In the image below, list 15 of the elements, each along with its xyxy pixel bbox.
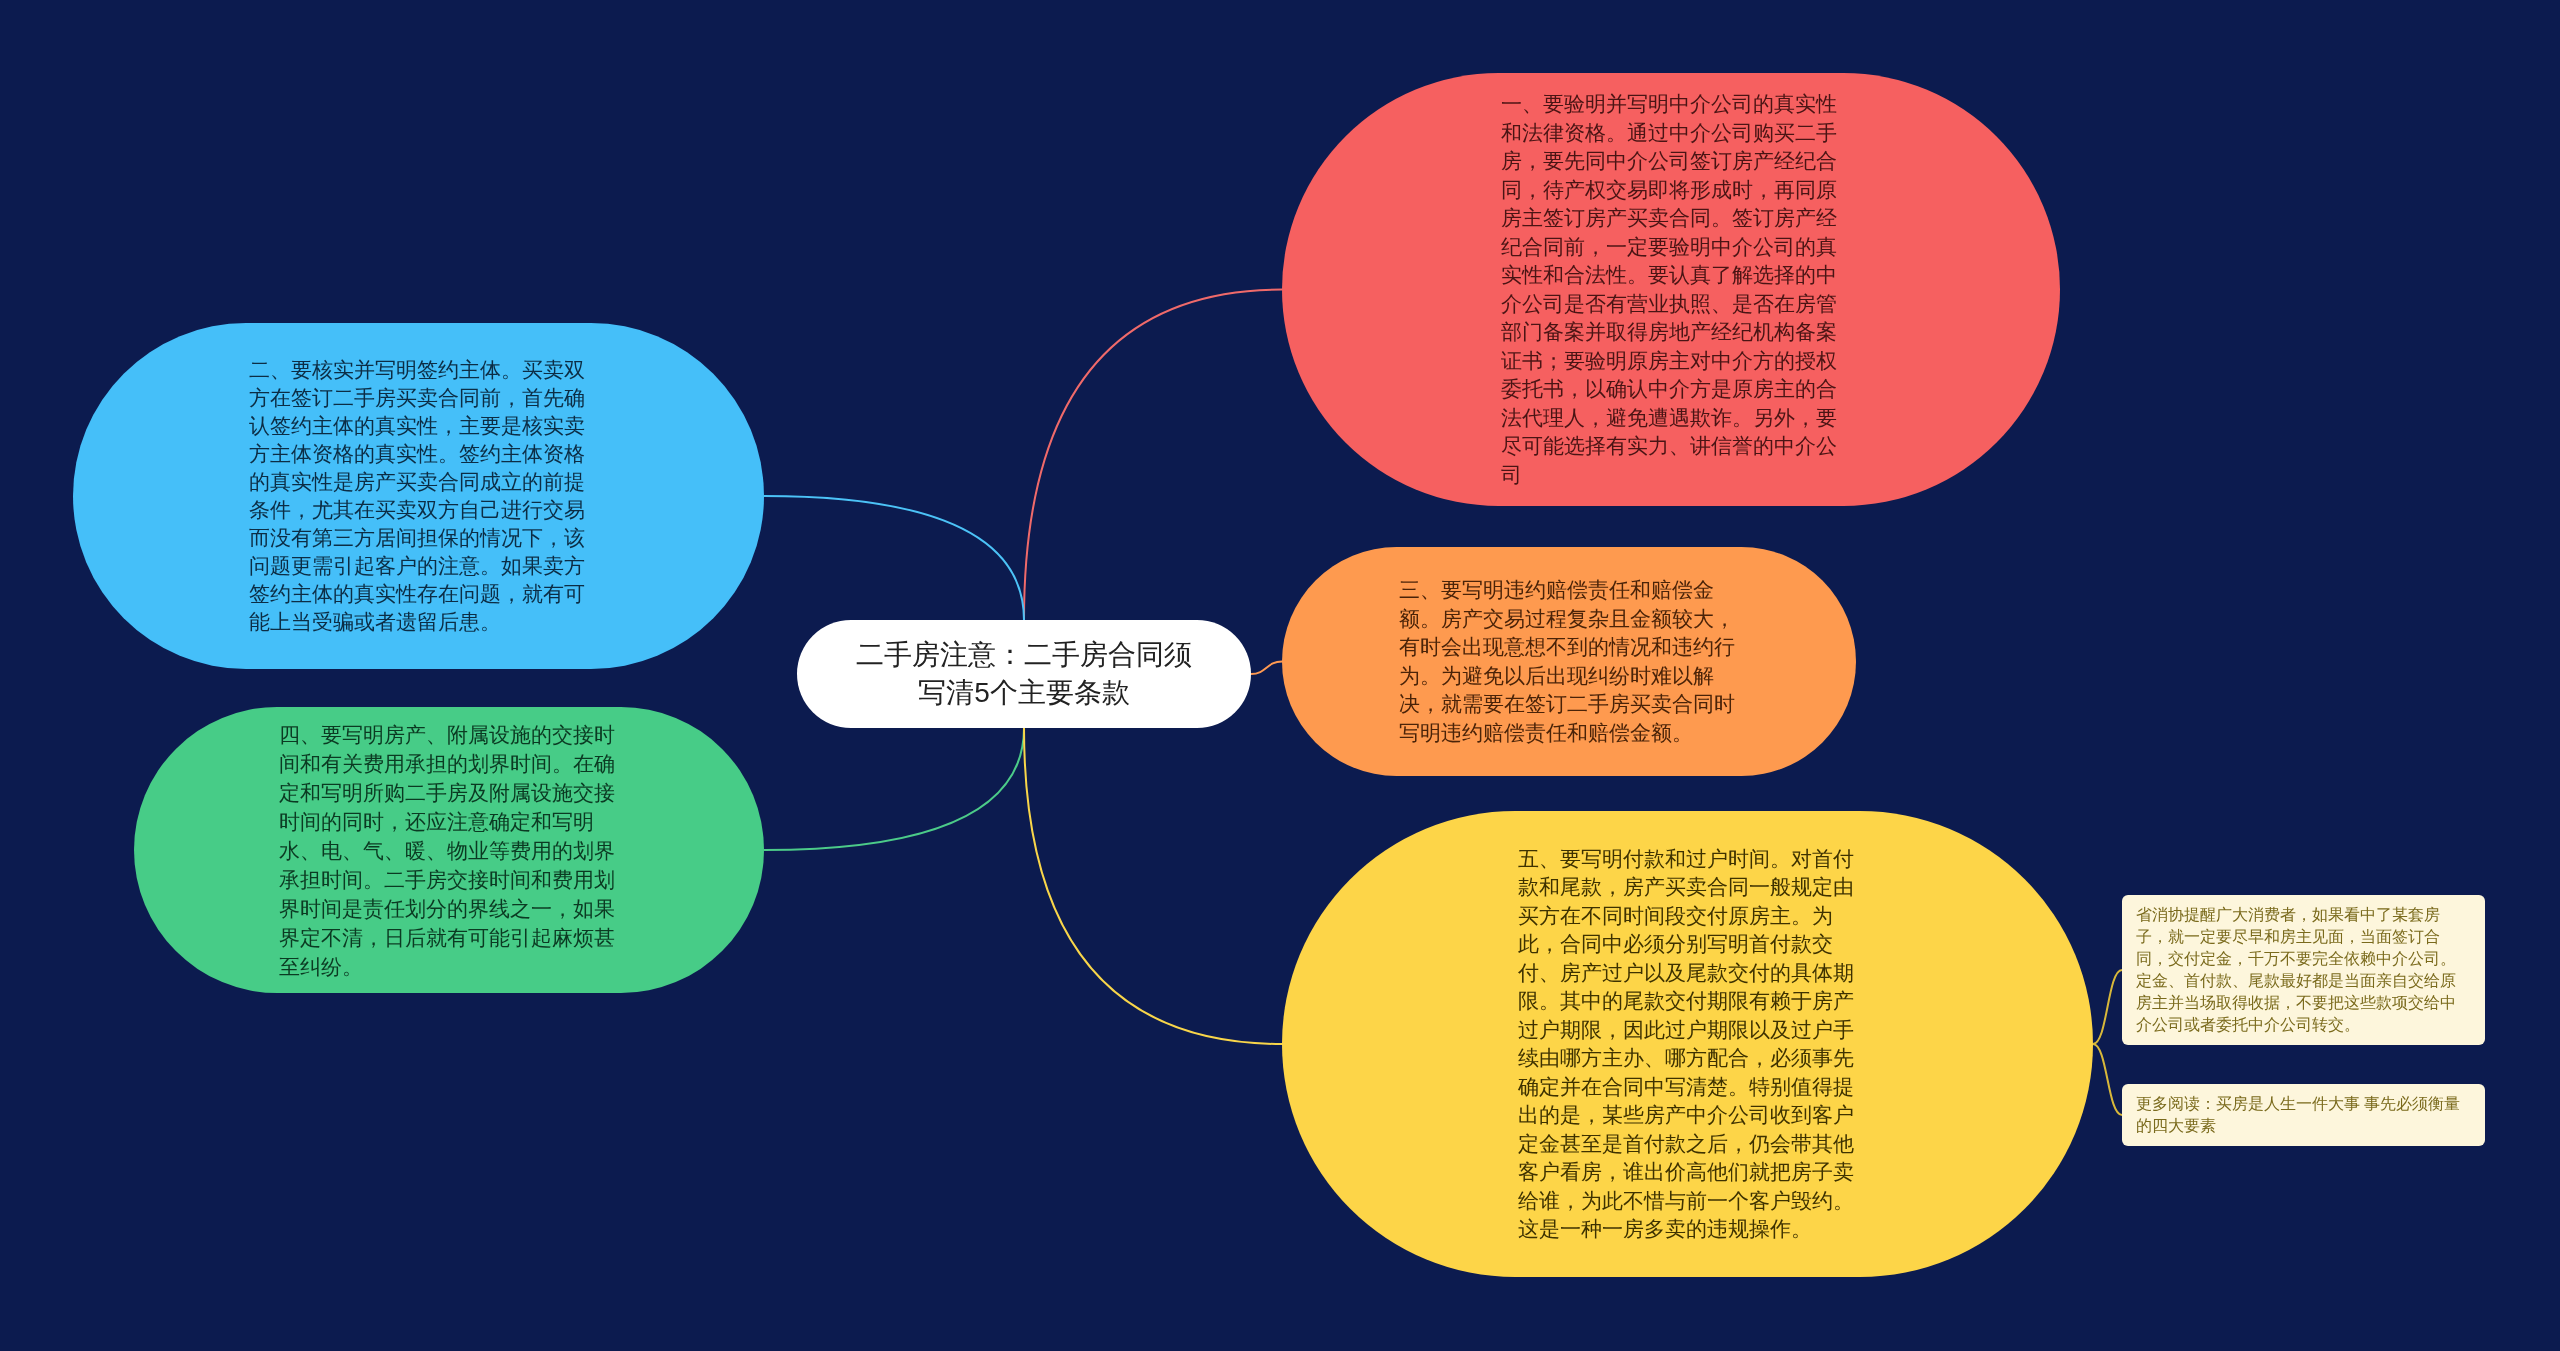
note-card: [2122, 895, 2485, 1045]
node-text: 二手房注意：二手房合同须写清5个主要条款: [855, 638, 1193, 710]
connector-line: [2092, 969, 2123, 1045]
note-card: [2122, 1084, 2485, 1146]
node-text: 二、要核实并写明签约主体。买卖双方在签订二手房买卖合同前，首先确认签约主体的真实性，主要是核实卖方主体资格的真实性。签约主体资格的真实性是房产买卖合同成立的前提条件，尤其在买卖双方自己进行交易而没有第三方居间担保的情况下，该问题更需引起客户的注意。如果卖方签约主体的真实性存在问题，就有可能上当受骗或者遗留后患。: [248, 357, 586, 635]
node-text: 五、要写明付款和过户时间。对首付款和尾款，房产买卖合同一般规定由买方在不同时间段交付原房主。为此，合同中必须分别写明首付款交付、房产过户以及尾款交付的具体期限。其中的尾款交付期限有赖于房产过户期限，因此过户期限以及过户手续由哪方主办、哪方配合，必须事先确定并在合同中写清楚。特别值得提出的是，某些房产中介公司收到客户定金甚至是首付款之后，仍会带其他客户看房，谁出价高他们就把房子卖给谁，为此不惜与前一个客户毁约。这是一种一房多卖的违规操作。: [1517, 845, 1855, 1242]
node-text: 三、要写明违约赔偿责任和赔偿金额。房产交易过程复杂且金额较大，有时会出现意想不到的情况和违约行为。为避免以后出现纠纷时难以解决，就需要在签订二手房买卖合同时写明违约赔偿责任和赔偿金额。: [1399, 577, 1736, 746]
connector-line: [763, 495, 1025, 621]
connector-line: [1023, 727, 1283, 1045]
node-text: 四、要写明房产、附属设施的交接时间和有关费用承担的划界时间。在确定和写明所购二手房及附属设施交接时间的同时，还应注意确定和写明水、电、气、暖、物业等费用的划界承担时间。二手房交接时间和费用划界时间是责任划分的界线之一，如果界定不清，日后就有可能引起麻烦甚至纠纷。: [279, 721, 616, 980]
connector-line: [2092, 1043, 2123, 1116]
node-text: 一、要验明并写明中介公司的真实性和法律资格。通过中介公司购买二手房，要先同中介公司签订房产经纪合同，待产权交易即将形成时，再同原房主签订房产买卖合同。签订房产经纪合同前，一定要验明中介公司的真实性和合法性。要认真了解选择的中介公司是否有营业执照、是否在房管部门备案并取得房地产经纪机构备案证书；要验明原房主对中介方的授权委托书，以确认中介方是原房主的合法代理人，避免遭遇欺诈。另外，要尽可能选择有实力、讲信誉的中介公司: [1501, 91, 1838, 488]
node-text: 更多阅读：买房是人生一件大事 事先必须衡量的四大要素: [2136, 1094, 2462, 1136]
connector-line: [1250, 660, 1283, 675]
node-text: 省消协提醒广大消费者，如果看中了某套房子，就一定要尽早和房主见面，当面签订合同，交付定金，千万不要完全依赖中介公司。定金、首付款、尾款最好都是当面亲自交给原房主并当场取得收据，不要把这些款项交给中介公司或者委托中介公司转交。: [2136, 905, 2457, 1035]
